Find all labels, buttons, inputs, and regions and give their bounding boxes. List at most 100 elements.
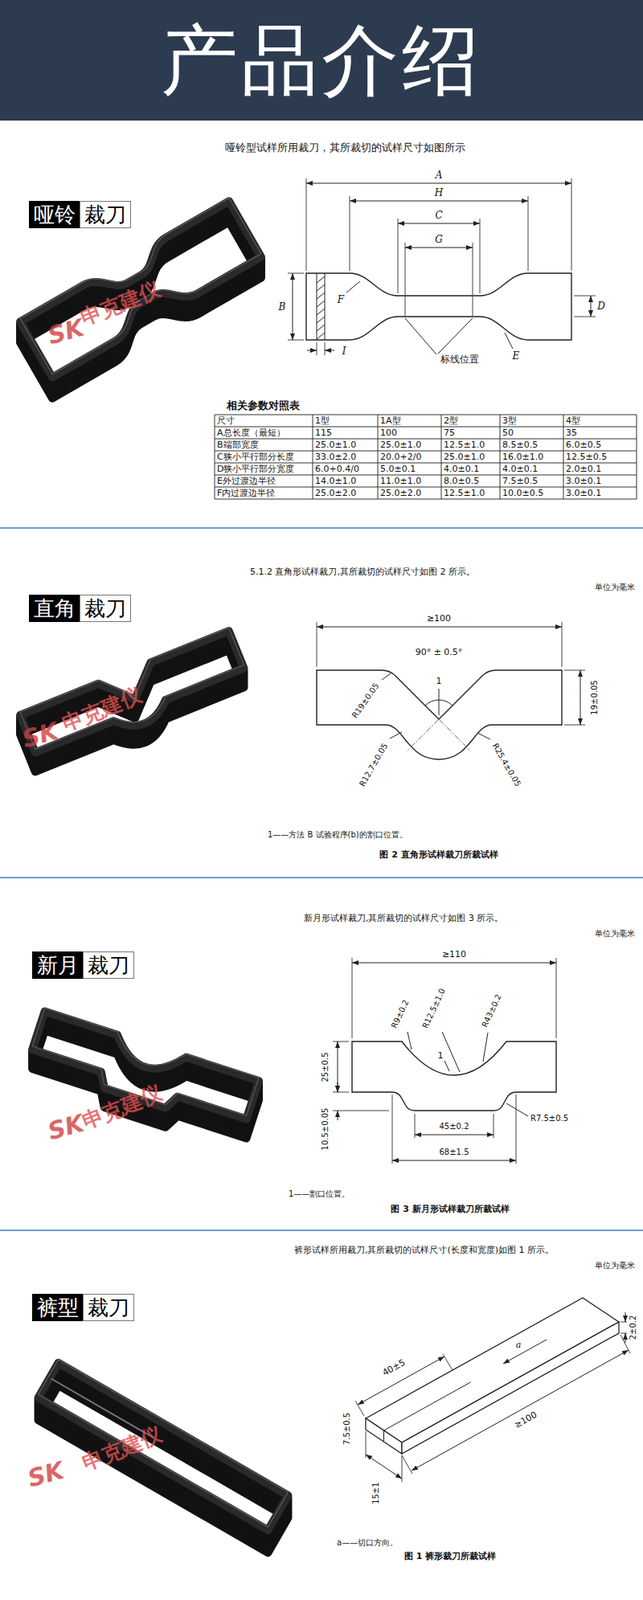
drawing-label: R7.5±0.5: [530, 1113, 569, 1124]
trouser-drawing: [625, 1312, 627, 1323]
right-angle-drawing: [316, 626, 562, 628]
table-cell: 7.5±0.5: [502, 475, 563, 488]
cutter-photo: [28, 1007, 259, 1152]
table-cell: 1型: [315, 414, 377, 427]
badge-text: 裤型: [36, 1295, 79, 1320]
trouser-drawing: [401, 1322, 619, 1454]
drawing-label: 45±0.2: [438, 1122, 469, 1132]
drawing-label: 裤形试样所用裁刀,其所裁切的试样尺寸(长度和宽度)如图 1 所示。: [294, 1245, 554, 1256]
table-cell: 12.5±1.0: [443, 487, 500, 500]
table-cell: 4型: [565, 414, 636, 427]
cutter-photo: [20, 200, 262, 377]
cutter-photo: [20, 207, 262, 384]
trouser-drawing: [384, 1382, 471, 1442]
crescent-drawing: [332, 958, 557, 1164]
table-grid: [214, 499, 637, 500]
table-cell: 11.0±1.0: [380, 475, 441, 488]
dimension-letter: F: [337, 294, 345, 306]
drawing-label: 40±5: [380, 1357, 408, 1379]
table-cell: 12.5±0.5: [565, 450, 636, 463]
table-cell: D狭小平行部分宽度: [217, 462, 312, 476]
table-grid: [214, 475, 637, 476]
dumbbell-drawing: [306, 273, 572, 340]
drawing-label: 5.1.2 直角形试样裁刀,其所裁切的试样尺寸如图 2 所示。: [249, 566, 476, 578]
dimension-letter: I: [342, 345, 347, 357]
trouser-drawing: [411, 1350, 629, 1471]
dumbbell-drawing: [287, 178, 596, 356]
drawing-label: R12.5±1.0: [420, 987, 447, 1031]
drawing-label: 单位为毫米: [594, 929, 635, 939]
drawing-label: 1——割口位置。: [288, 1189, 350, 1200]
dumbbell-drawing: [346, 281, 513, 355]
table-cell: F内过渡边半径: [217, 487, 312, 500]
crescent-drawing: [332, 958, 557, 1164]
dumbbell-drawing: [307, 350, 317, 352]
trouser-drawing: [357, 1356, 445, 1405]
drawing-label: 单位为毫米: [594, 1261, 635, 1271]
table-cell: 25.0±1.0: [315, 438, 377, 451]
dimension-letter: D: [597, 300, 606, 312]
drawing-label: 新月形试样裁刀,其所裁切的试样尺寸如图 3 所示。: [303, 913, 504, 924]
right-angle-drawing: [316, 670, 562, 760]
drawing-label: 25±0.5: [320, 1052, 331, 1082]
drawing-label: R9±0.2: [389, 998, 412, 1030]
section-rule: [0, 1229, 643, 1232]
table-cell: 4.0±0.1: [443, 462, 500, 476]
badge-box: 直角: [28, 594, 81, 623]
table-cell: 尺寸: [217, 414, 312, 427]
table-cell: 6.0+0.4/0: [315, 462, 377, 476]
cutter-photo: [38, 1364, 289, 1532]
table-cell: 5.0±0.1: [380, 462, 441, 476]
cutter-photo: [20, 197, 262, 374]
dumbbell-drawing: [306, 183, 572, 185]
trouser-drawing: [503, 1339, 547, 1364]
dumbbell-drawing: [324, 350, 335, 352]
drawing-label: 68±1.5: [438, 1147, 469, 1158]
table-cell: 25.0±1.0: [443, 450, 500, 463]
section-rule: [0, 876, 643, 879]
header-band: [0, 0, 643, 121]
dumbbell-drawing: [287, 178, 596, 356]
drawing-label: 1——方法 B 试验程序(b)的割口位置。: [267, 830, 408, 840]
table-cell: 25.0±2.0: [380, 487, 441, 500]
drawing-label: R12.7±0.05: [357, 741, 390, 789]
drawing-label: ≥110: [442, 949, 467, 960]
table-grid: [214, 414, 637, 500]
table-cell: 8.0±0.5: [443, 475, 500, 488]
cutter-photo: [20, 197, 262, 398]
drawing-label: 7.5±0.5: [342, 1412, 353, 1446]
crescent-drawing: [337, 1110, 339, 1121]
table-cell: 2.0±0.1: [565, 462, 636, 476]
cutter-photo: [38, 1367, 289, 1536]
table-grid: [377, 414, 379, 500]
table-cell: E外过渡边半径: [217, 475, 312, 488]
trouser-drawing: [365, 1454, 402, 1479]
drawing-label: 标线位置: [440, 353, 480, 365]
badge-box: 裤型: [32, 1294, 84, 1322]
table-grid: [499, 414, 501, 500]
table-grid: [214, 414, 637, 416]
right-angle-drawing: [381, 673, 491, 740]
dumbbell-drawing: [349, 200, 529, 202]
drawing-label: 10.5±0.05: [320, 1108, 331, 1151]
table-cell: 14.0±1.0: [315, 475, 377, 488]
right-angle-drawing: [316, 622, 586, 725]
cutter-photo: [38, 1371, 289, 1539]
crescent-drawing: [414, 1134, 494, 1136]
dimension-letter: G: [434, 233, 443, 246]
crescent-drawing: [352, 1041, 557, 1111]
dimension-letter: E: [512, 350, 521, 362]
right-angle-drawing: [580, 670, 582, 725]
table-cell: A总长度（最短）: [217, 426, 312, 439]
table-cell: 50: [502, 426, 563, 439]
trouser-drawing: [355, 1322, 631, 1483]
section-rule: [0, 528, 643, 1231]
drawing-label: 哑铃型试样所用裁刀，其所裁切的试样尺寸如图所示: [225, 141, 466, 155]
table-cell: 3型: [502, 414, 563, 427]
cutter-photo: [38, 1366, 289, 1534]
dumbbell-drawing: [292, 273, 294, 340]
badge-box: 裁刀: [79, 594, 132, 623]
table-cell: 4.0±0.1: [502, 462, 563, 476]
drawing-label: 1: [438, 1050, 444, 1061]
